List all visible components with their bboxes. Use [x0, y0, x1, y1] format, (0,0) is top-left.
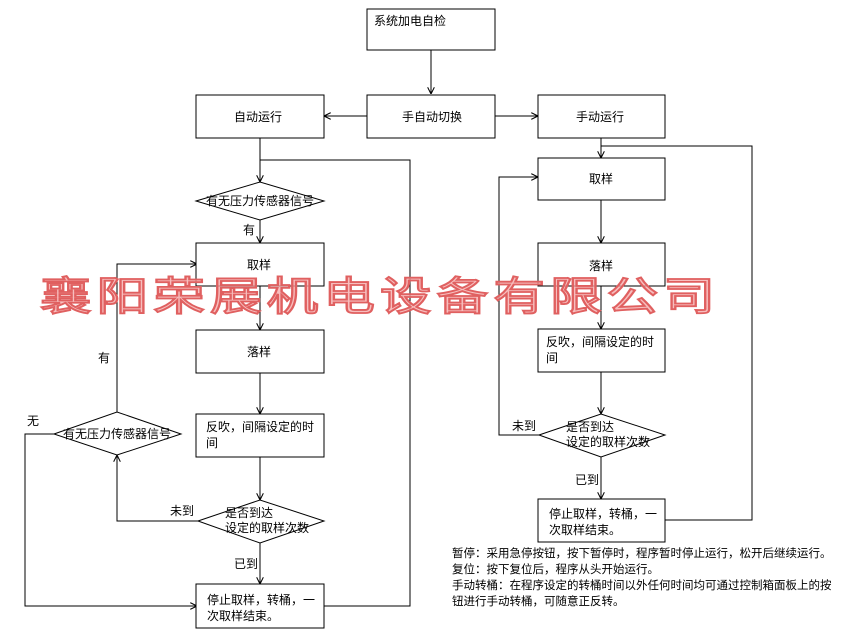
edge-manual-notreached-loop [498, 177, 539, 436]
label-auto-blowback-1: 反吹，间隔设定的时 [206, 419, 314, 434]
label-auto-reach-2: 设定的取样次数 [225, 520, 309, 535]
note-pause: 暂停：采用急停按钮，按下暂停时，程序暂时停止运行，松开后继续运行。 [452, 546, 832, 560]
label-manual-blowback-1: 反吹，间隔设定的时 [546, 334, 654, 349]
label-manual-stop-1: 停止取样，转桶，一 [549, 506, 657, 521]
edge-sensor2-has-loop [116, 264, 197, 412]
decision-auto-reach [196, 499, 326, 544]
label-auto-blowback-2: 间 [206, 436, 218, 450]
watermark: 襄阳荣展机电设备有限公司 [40, 273, 720, 320]
box-manual-stop [537, 498, 666, 543]
note-reset: 复位：按下复位后，程序从头开始运行。 [452, 562, 659, 576]
edge-manual-stop-loop-back [601, 145, 753, 521]
edge-label-reached-auto: 已到 [234, 557, 258, 571]
edge-label-reached-manual: 已到 [575, 473, 599, 487]
label-auto-run: 自动运行 [234, 110, 282, 124]
label-auto-sensor: 有无压力传感器信号 [206, 193, 314, 208]
box-manual-drop [537, 242, 666, 287]
label-manual-blowback-2: 间 [546, 351, 558, 365]
edge-reach-notreached-loop [117, 455, 198, 522]
note-manual-turn-2: 钮进行手动转桶，可随意正反转。 [452, 594, 625, 608]
label-manual-sample: 取样 [589, 171, 613, 186]
box-auto-stop [195, 583, 325, 629]
box-mode-switch [366, 94, 496, 139]
edge-label-has: 有 [243, 223, 255, 237]
decision-auto-sensor-2 [52, 411, 183, 456]
decision-manual-reach [537, 413, 667, 458]
note-manual-turn-1: 手动转桶：在程序设定的转桶时间以外任何时间均可通过控制箱面板上的按 [452, 578, 832, 592]
box-manual-run [537, 94, 666, 139]
label-manual-stop-2: 次取样结束。 [549, 522, 621, 537]
edge-label-none: 无 [27, 414, 39, 428]
label-auto-stop-1: 停止取样，转桶，一 [207, 592, 315, 607]
box-auto-sample [195, 242, 325, 287]
box-auto-drop [195, 329, 325, 374]
label-auto-sensor-2: 有无压力传感器信号 [63, 426, 171, 441]
edge-stop-loop-back [260, 159, 411, 607]
label-manual-drop: 落样 [589, 258, 613, 273]
label-auto-drop: 落样 [247, 344, 271, 359]
edge-label-has-left: 有 [98, 351, 110, 365]
edge-label-not-reached-manual: 未到 [512, 419, 536, 433]
label-manual-run: 手动运行 [576, 110, 624, 124]
notes-block: 暂停：采用急停按钮，按下暂停时，程序暂时停止运行，松开后继续运行。 复位：按下复… [452, 545, 862, 609]
label-mode-switch: 手自动切换 [402, 110, 462, 124]
label-manual-reach-2: 设定的取样次数 [566, 434, 650, 449]
label-auto-reach-1: 是否到达 [225, 506, 273, 520]
box-manual-sample [537, 157, 666, 201]
edge-label-not-reached-auto: 未到 [170, 504, 194, 518]
decision-auto-sensor [194, 181, 326, 221]
box-self-check [366, 8, 496, 51]
label-self-check: 系统加电自检 [374, 13, 446, 28]
edge-sensor2-none-loop [24, 433, 197, 606]
box-auto-run [195, 94, 325, 139]
label-auto-stop-2: 次取样结束。 [207, 608, 279, 623]
label-manual-reach-1: 是否到达 [566, 420, 614, 434]
box-auto-blowback [195, 413, 325, 458]
box-manual-blowback [537, 328, 666, 373]
label-auto-sample: 取样 [247, 257, 271, 272]
